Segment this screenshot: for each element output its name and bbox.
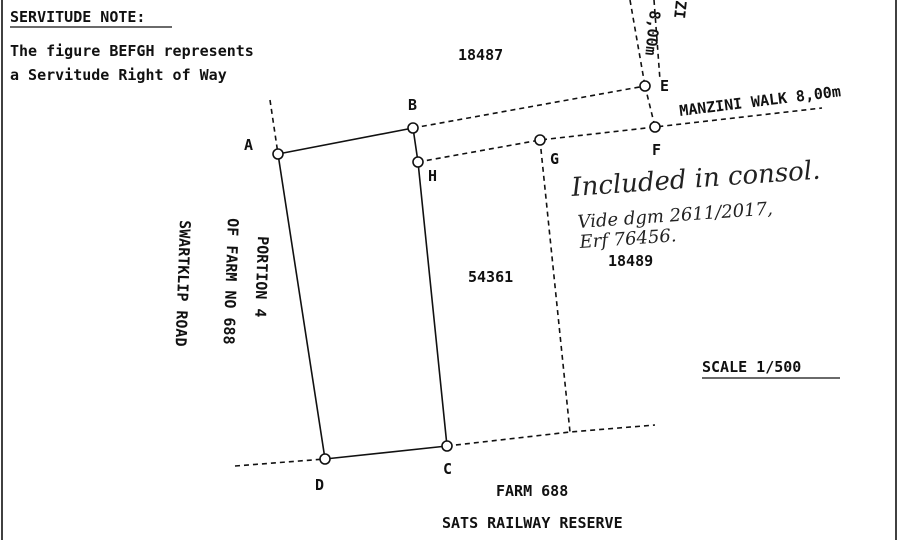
beacon-f bbox=[649, 121, 661, 133]
swartklip-road-label: SWARTKLIP ROAD bbox=[172, 220, 194, 347]
south-boundary-east bbox=[446, 424, 656, 447]
servitude-note-heading: SERVITUDE NOTE: bbox=[10, 8, 145, 26]
farm-688-label: FARM 688 bbox=[496, 482, 568, 500]
boundary-b-e bbox=[412, 85, 646, 129]
south-boundary-west bbox=[234, 458, 326, 467]
boundary-e-f bbox=[644, 85, 656, 128]
servitude-note-line1: The figure BEFGH represents bbox=[10, 42, 254, 60]
label-c: C bbox=[443, 460, 452, 478]
servitude-note-line2: a Servitude Right of Way bbox=[10, 66, 227, 84]
boundary-a-b bbox=[277, 127, 414, 155]
road-name-fragment: ZI bbox=[670, 0, 690, 19]
road-east-edge bbox=[653, 0, 661, 81]
boundary-d-c bbox=[324, 445, 448, 460]
boundary-a-d bbox=[277, 153, 326, 460]
beacon-g bbox=[534, 134, 546, 146]
erf-18489: 18489 bbox=[608, 252, 653, 270]
erf-54361: 54361 bbox=[468, 268, 513, 286]
road-west-edge bbox=[629, 0, 646, 87]
boundary-g-south bbox=[539, 139, 571, 433]
label-a: A bbox=[244, 136, 253, 154]
west-road-line bbox=[269, 99, 279, 155]
farm-688-portion-label: OF FARM NO 688 bbox=[220, 218, 242, 345]
portion-4-label: PORTION 4 bbox=[251, 236, 272, 318]
handwritten-line1: Included in consol. bbox=[569, 156, 821, 203]
label-g: G bbox=[550, 150, 559, 168]
boundary-h-g-f bbox=[417, 107, 823, 163]
beacon-h bbox=[412, 156, 424, 168]
beacon-b bbox=[407, 122, 419, 134]
sats-railway-label: SATS RAILWAY RESERVE bbox=[442, 514, 623, 532]
beacon-e bbox=[639, 80, 651, 92]
label-h: H bbox=[428, 167, 437, 185]
beacon-a bbox=[272, 148, 284, 160]
label-b: B bbox=[408, 96, 417, 114]
label-d: D bbox=[315, 476, 324, 494]
label-e: E bbox=[660, 77, 669, 95]
beacon-d bbox=[319, 453, 331, 465]
erf-18487: 18487 bbox=[458, 46, 503, 64]
label-f: F bbox=[652, 141, 661, 159]
beacon-c bbox=[441, 440, 453, 452]
road-width-label: 8,00m bbox=[641, 10, 664, 57]
scale-label: SCALE 1/500 bbox=[702, 358, 801, 376]
